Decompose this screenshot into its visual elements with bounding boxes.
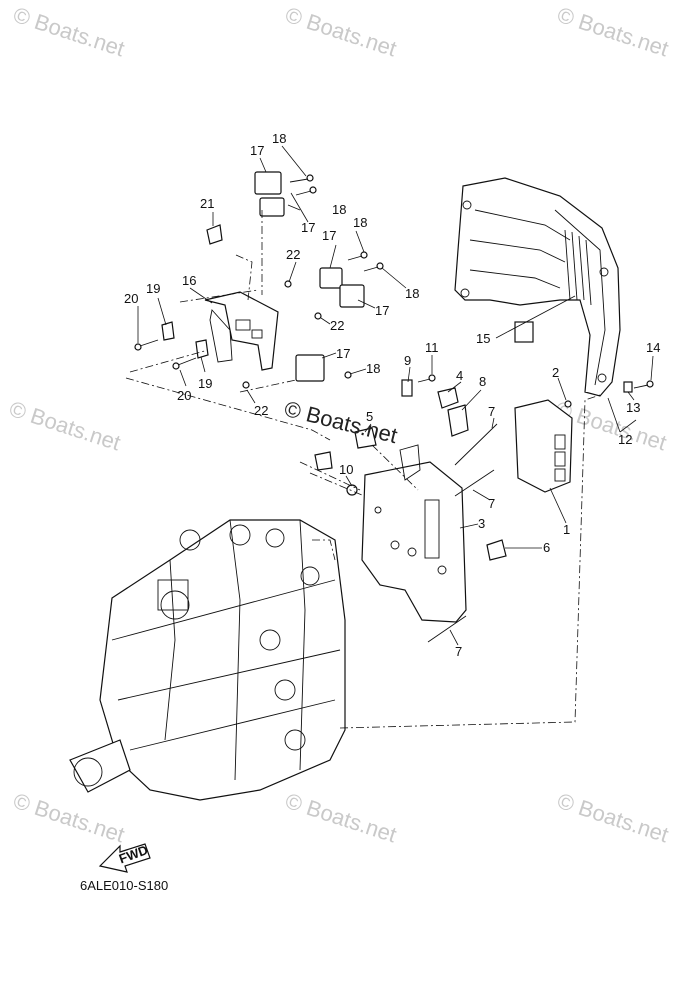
guide-lines [125,210,601,729]
callout-label: 17 [322,228,336,243]
callout-label: 8 [479,374,486,389]
callout-label: 17 [301,220,315,235]
callout-label: 18 [353,215,367,230]
electrical-cover [454,177,621,397]
callout-label: 20 [177,388,191,403]
callout-label: 7 [455,644,462,659]
callout-label: 17 [375,303,389,318]
callout-label: 16 [182,273,196,288]
callout-label: 12 [618,432,632,447]
callout-label: 7 [488,496,495,511]
callout-label: 17 [336,346,350,361]
fasteners [134,174,654,408]
relay-set [254,171,365,382]
callout-label: 21 [200,196,214,211]
callout-label: 13 [626,400,640,415]
callout-label: 4 [456,368,463,383]
fwd-arrow-icon [98,843,151,873]
callout-label: 2 [552,365,559,380]
callout-label: 7 [488,404,495,419]
ecu-module [514,399,573,493]
mounting-plate [361,444,467,623]
callout-label: 17 [250,143,264,158]
callout-label: 20 [124,291,138,306]
callout-label: 22 [330,318,344,333]
callout-label: 22 [254,403,268,418]
callout-label: 9 [404,353,411,368]
callout-label: 22 [286,247,300,262]
callout-label: 18 [272,131,286,146]
callout-label: 18 [405,286,419,301]
callout-label: 10 [339,462,353,477]
callout-label: 14 [646,340,660,355]
callout-label: 19 [146,281,160,296]
callout-labels: 18 17 18 17 21 18 17 22 18 17 16 19 20 2… [124,131,660,659]
relay-bracket [204,291,279,371]
leader-lines [137,145,654,646]
callout-label: 11 [425,340,439,355]
callout-label: 5 [366,409,373,424]
callout-label: 18 [366,361,380,376]
callout-label: 19 [198,376,212,391]
callout-label: 3 [478,516,485,531]
diagram-code: 6ALE010-S180 [80,878,169,893]
callout-label: 15 [476,331,490,346]
callout-label: 1 [563,522,570,537]
callout-label: 6 [543,540,550,555]
callout-label: 18 [332,202,346,217]
engine-block [69,519,346,801]
